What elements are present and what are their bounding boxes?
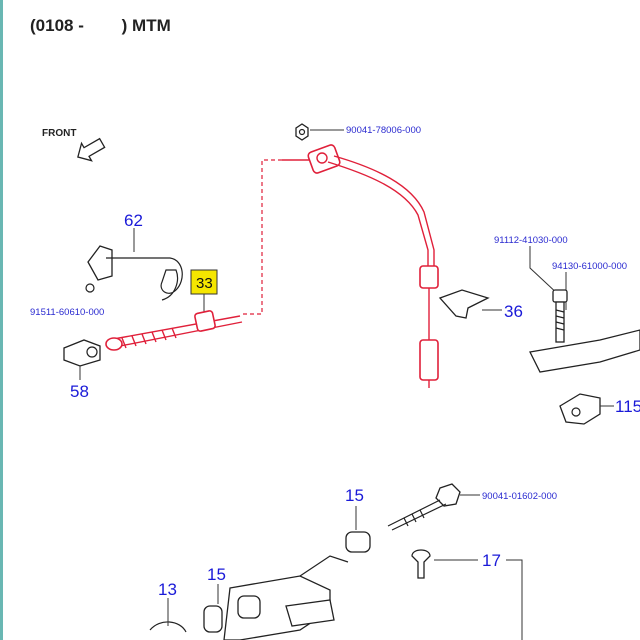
ref-33[interactable]: 33 (196, 275, 213, 292)
bracket-clip (87, 245, 113, 281)
front-label: FRONT (42, 128, 76, 139)
ref-36[interactable]: 36 (504, 302, 523, 321)
mount-plate (529, 329, 640, 373)
page-left-border (0, 0, 3, 640)
ref-13[interactable]: 13 (158, 580, 177, 599)
bracket-115 (559, 393, 614, 425)
pn-nut-label[interactable]: 90041-78006-000 (346, 125, 421, 136)
bushing-icon (345, 531, 371, 553)
pin-17 (411, 549, 523, 640)
bracket-115-shape (559, 393, 601, 425)
shift-cable-assembly (242, 144, 439, 388)
clip-58-shape (63, 339, 101, 367)
bracket-62 (85, 228, 183, 301)
ref-58[interactable]: 58 (70, 382, 89, 401)
nut-top (295, 123, 344, 141)
ref-115[interactable]: 115 (615, 397, 640, 416)
bolt-head-icon (552, 289, 568, 303)
ref-15-lower[interactable]: 15 (207, 565, 226, 584)
front-arrow-icon (77, 137, 106, 162)
retainer-36-shape (438, 289, 490, 319)
page-title: (0108 - ) MTM (30, 16, 171, 35)
ref-15-upper[interactable]: 15 (345, 486, 364, 505)
cable-end-33 (105, 269, 243, 351)
lower-bolt (387, 483, 480, 531)
pn-clip-label[interactable]: 91511-60610-000 (30, 307, 104, 318)
ref-62[interactable]: 62 (124, 211, 143, 230)
front-indicator: FRONT (42, 128, 106, 162)
pin-17-shape (411, 549, 431, 579)
nut-icon (295, 123, 309, 141)
highlight-box-33 (190, 269, 218, 295)
bolt-assembly-right: 91112-41030-000 94130-61000-000 (494, 235, 640, 373)
bolt-lower-head-icon (435, 483, 461, 507)
bushing-lower-icon (203, 605, 223, 633)
pn-bolt-b-label[interactable]: 94130-61000-000 (552, 261, 627, 272)
pn-bolt-a-label[interactable]: 91112-41030-000 (494, 235, 568, 246)
ref-17[interactable]: 17 (482, 551, 501, 570)
lever-assembly (149, 555, 349, 640)
bushing-15-upper (345, 506, 371, 553)
retainer-36 (438, 289, 502, 319)
pn-bolt-c-label[interactable]: 90041-01602-000 (482, 491, 557, 502)
clip-58 (63, 339, 101, 380)
